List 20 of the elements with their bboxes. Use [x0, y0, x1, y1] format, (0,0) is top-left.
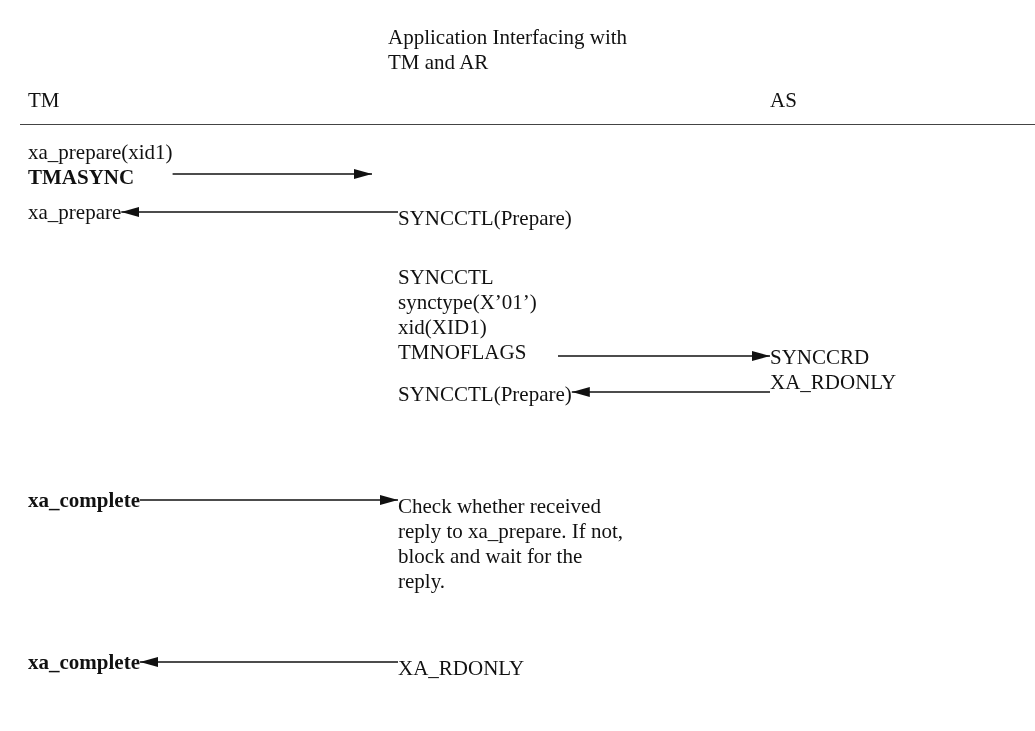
arrow — [557, 351, 771, 361]
arrow — [139, 495, 399, 505]
note-text: Check whether received reply to xa_prepare. If not, block and wait for the reply. — [398, 494, 628, 594]
arrow — [571, 387, 771, 397]
message-text: xa_prepare — [28, 200, 122, 225]
message-text: XA_RDONLY — [398, 656, 525, 681]
arrow — [120, 207, 399, 217]
message-text: xa_prepare(xid1) — [28, 140, 173, 165]
message-text: SYNCCRD XA_RDONLY — [770, 345, 910, 395]
column-header: Application Interfacing with TM and AR — [388, 25, 629, 75]
arrow — [171, 169, 373, 179]
message-text: xa_complete — [28, 650, 140, 675]
message-text: xa_complete — [28, 488, 140, 513]
column-header: TM — [28, 88, 60, 113]
message-text: SYNCCTL(Prepare) — [398, 382, 572, 407]
message-text: SYNCCTL synctype(X’01’) xid(XID1) TMNOFLAGS — [398, 265, 558, 365]
column-header: AS — [770, 88, 797, 113]
message-text: SYNCCTL(Prepare) — [398, 206, 572, 231]
arrow — [139, 657, 399, 667]
message-text: TMASYNC — [28, 165, 136, 190]
